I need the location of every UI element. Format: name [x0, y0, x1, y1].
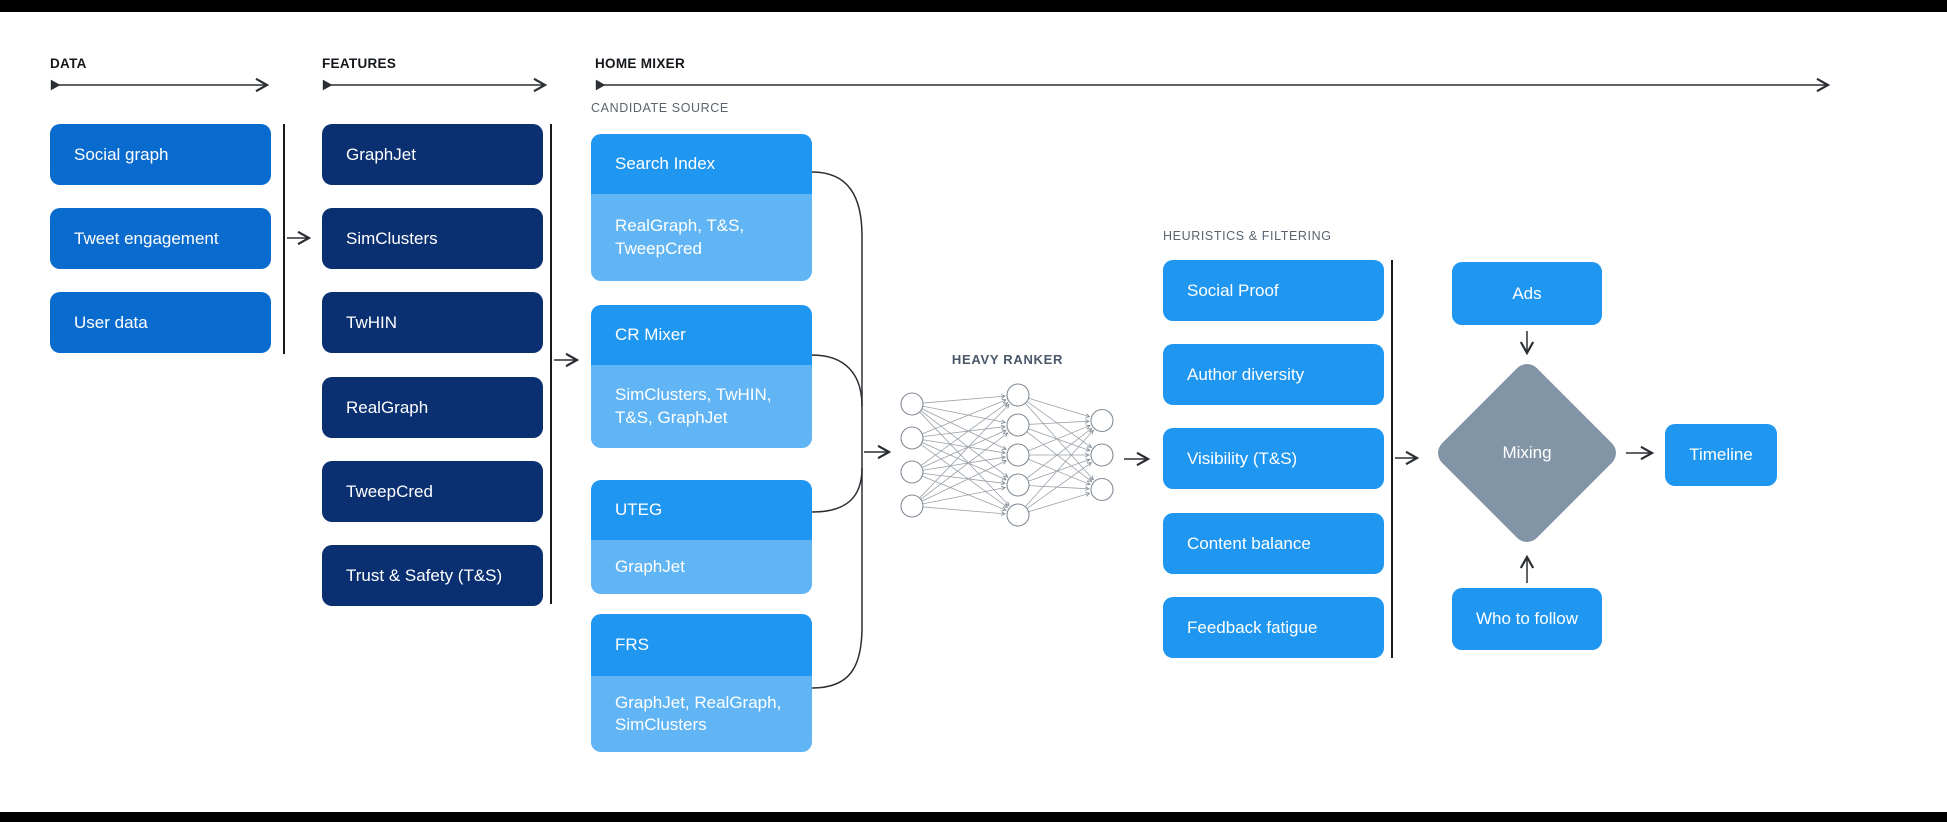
funnel-uteg: [811, 467, 863, 513]
network-edge: [1028, 493, 1090, 513]
network-edge: [1026, 431, 1092, 482]
candidate-source-frs: FRS GraphJet, RealGraph, SimClusters: [591, 614, 812, 752]
network-edge: [1028, 397, 1090, 417]
bottom-letterbox-bar: [0, 812, 1947, 822]
section-title-home-mixer: HOME MIXER: [595, 56, 686, 71]
section-title-features: FEATURES: [322, 56, 397, 71]
network-edge: [921, 442, 1006, 479]
section-title-data: DATA: [50, 56, 87, 71]
network-edge: [1026, 428, 1092, 479]
candidate-source-title: FRS: [591, 614, 812, 676]
candidate-source-cr-mixer: CR Mixer SimClusters, TwHIN, T&S, GraphJ…: [591, 305, 812, 448]
network-edge: [920, 444, 1008, 507]
who-to-follow-box: Who to follow: [1452, 588, 1602, 650]
network-node: [900, 494, 924, 518]
feature-box-twhin: TwHIN: [322, 292, 543, 353]
network-node: [1006, 383, 1030, 407]
network-edge: [919, 411, 1009, 506]
filter-box-content-balance: Content balance: [1163, 513, 1384, 574]
network-edge: [922, 472, 1005, 483]
network-edge: [1028, 458, 1090, 484]
network-edge: [1025, 402, 1093, 480]
network-edge: [922, 488, 1005, 505]
candidate-source-uteg: UTEG GraphJet: [591, 480, 812, 594]
candidate-funnel-connectors: [811, 171, 863, 689]
network-edge: [922, 427, 1005, 438]
network-edge: [920, 403, 1008, 466]
network-edge: [1028, 421, 1089, 425]
candidate-source-title: Search Index: [591, 134, 812, 194]
candidate-source-inputs: GraphJet: [591, 540, 812, 594]
network-node: [1090, 443, 1114, 467]
network-edge: [919, 404, 1009, 499]
network-edge: [922, 475, 1006, 510]
timeline-box: Timeline: [1665, 424, 1777, 486]
network-edge: [1025, 430, 1093, 508]
ads-box: Ads: [1452, 262, 1602, 325]
network-edge: [1026, 401, 1091, 447]
candidate-source-title: CR Mixer: [591, 305, 812, 365]
funnel-frs: [811, 626, 863, 689]
feature-box-tweepcred: TweepCred: [322, 461, 543, 522]
network-node: [1006, 473, 1030, 497]
funnel-cr-mixer: [811, 354, 863, 407]
candidate-source-inputs: RealGraph, T&S, TweepCred: [591, 194, 812, 281]
filter-box-feedback-fatigue: Feedback fatigue: [1163, 597, 1384, 658]
candidate-source-title: UTEG: [591, 480, 812, 540]
network-node: [900, 460, 924, 484]
data-box-tweet-engagement: Tweet engagement: [50, 208, 271, 269]
candidate-source-inputs: SimClusters, TwHIN, T&S, GraphJet: [591, 365, 812, 448]
network-node: [1006, 413, 1030, 437]
network-edge: [920, 433, 1008, 500]
network-node: [1090, 477, 1114, 502]
network-node: [1090, 408, 1114, 433]
top-letterbox-bar: [0, 0, 1947, 12]
feature-box-realgraph: RealGraph: [322, 377, 543, 438]
funnel-search-index: [811, 171, 863, 237]
data-box-social-graph: Social graph: [50, 124, 271, 185]
feature-box-graphjet: GraphJet: [322, 124, 543, 185]
feature-box-simclusters: SimClusters: [322, 208, 543, 269]
filter-box-social-proof: Social Proof: [1163, 260, 1384, 321]
network-edge: [922, 405, 1005, 422]
data-box-user-data: User data: [50, 292, 271, 353]
network-edge: [1026, 463, 1091, 509]
filter-box-author-diversity: Author diversity: [1163, 344, 1384, 405]
network-edge: [1028, 485, 1089, 489]
network-edge: [922, 506, 1005, 514]
network-edge: [921, 408, 1006, 450]
network-edge: [1028, 428, 1089, 451]
network-edge: [920, 410, 1008, 477]
network-edge: [922, 400, 1006, 435]
network-edge: [921, 430, 1006, 468]
heavy-ranker-label: HEAVY RANKER: [951, 352, 1064, 367]
network-edge: [922, 396, 1005, 404]
network-node: [1006, 503, 1030, 527]
candidate-source-search-index: Search Index RealGraph, T&S, TweepCred: [591, 134, 812, 281]
feature-box-trust-safety: Trust & Safety (T&S): [322, 545, 543, 606]
network-edge: [922, 457, 1005, 471]
mixing-diamond-label: Mixing: [1502, 443, 1552, 462]
network-node: [900, 426, 924, 450]
network-node: [1006, 443, 1030, 467]
network-node: [900, 392, 924, 416]
heuristics-filtering-label: HEURISTICS & FILTERING: [1163, 229, 1332, 243]
network-edge: [1028, 459, 1089, 482]
heavy-ranker-network: [900, 383, 1114, 527]
candidate-source-label: CANDIDATE SOURCE: [591, 101, 729, 115]
filter-box-visibility: Visibility (T&S): [1163, 428, 1384, 489]
network-edge: [921, 461, 1006, 502]
candidate-source-inputs: GraphJet, RealGraph, SimClusters: [591, 676, 812, 752]
network-edge: [1028, 425, 1090, 452]
network-edge: [922, 439, 1005, 453]
